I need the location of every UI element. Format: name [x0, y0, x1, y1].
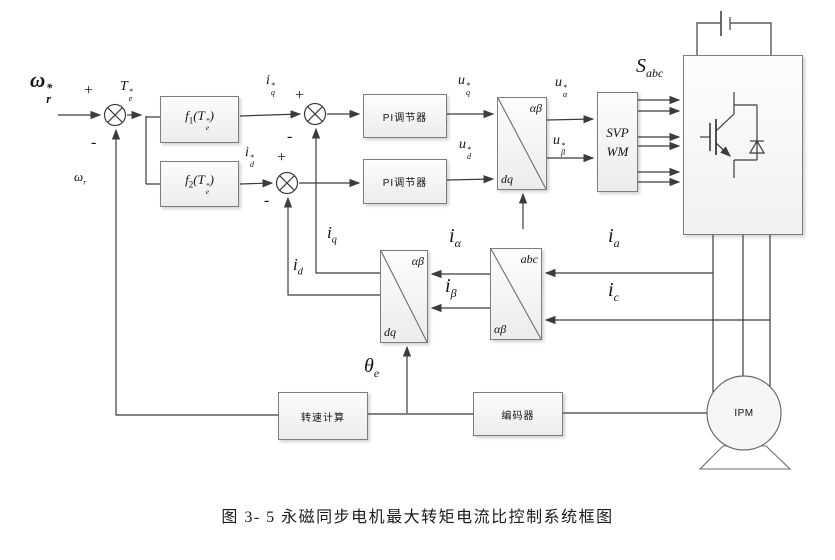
label-iq-ref: i*q	[266, 73, 275, 97]
wire-te-branch	[145, 116, 160, 185]
wire-ualpha	[546, 115, 595, 124]
svpwm-label-line2: WM	[606, 143, 629, 159]
svpwm-label-line1: SVP	[606, 124, 629, 140]
ct-dq-label: dq	[384, 325, 396, 339]
block-f1: f1(T*e)	[160, 96, 239, 143]
sum-junction-id	[275, 171, 299, 195]
label-theta-e: θe	[364, 355, 380, 380]
block-f2: f2(T*e)	[160, 161, 239, 207]
label-sabc: Sabc	[636, 55, 664, 80]
label-ic: ic	[608, 279, 619, 304]
block-dq-to-alphabeta-voltage: αβ dq	[497, 97, 547, 190]
label-omega-ref: ω*r	[30, 68, 53, 106]
block-pi-regulator-d: PI调节器	[363, 159, 447, 204]
sum-junction-speed	[103, 103, 127, 127]
sign-plus-speed: +	[84, 82, 94, 99]
pi-d-label: PI调节器	[382, 178, 428, 189]
sign-minus-iq: -	[287, 128, 293, 145]
encoder-label: 编码器	[501, 410, 535, 422]
sign-minus-speed: -	[91, 134, 97, 151]
block-abc-to-alphabeta: abc αβ	[490, 248, 542, 340]
abc-label: abc	[520, 252, 538, 266]
block-inverter	[683, 55, 803, 235]
label-te-ref: T*e	[120, 79, 133, 103]
label-id-feedback: id	[293, 255, 303, 278]
wire-ud	[446, 175, 495, 184]
sign-plus-id: +	[277, 149, 287, 166]
vt-dq-label: dq	[501, 172, 513, 186]
block-pi-regulator-q: PI调节器	[363, 94, 447, 138]
sign-minus-id: -	[264, 192, 270, 209]
label-ialpha: iα	[449, 225, 461, 250]
abc-alphabeta-label: αβ	[494, 322, 507, 336]
block-encoder: 编码器	[473, 392, 563, 436]
label-ubeta-ref: u*β	[553, 133, 566, 157]
label-ibeta: iβ	[445, 275, 457, 300]
motor-label: IPM	[734, 407, 754, 419]
block-speed-calc: 转速计算	[278, 392, 368, 440]
figure-caption: 图 3- 5 永磁同步电机最大转矩电流比控制系统框图	[221, 509, 614, 526]
wire-id-feedback	[283, 196, 380, 296]
sum-junction-iq	[303, 102, 327, 126]
sign-plus-iq: +	[295, 87, 305, 104]
block-alphabeta-to-dq-current: αβ dq	[380, 250, 428, 343]
block-svpwm: SVP WM	[597, 92, 638, 192]
speed-calc-label: 转速计算	[301, 412, 345, 424]
label-omega-feedback: ωr	[74, 169, 87, 187]
battery-icon	[696, 11, 772, 55]
label-uq-ref: u*q	[458, 73, 471, 97]
label-ud-ref: u*d	[459, 137, 472, 161]
ct-alphabeta-label: αβ	[411, 254, 424, 268]
block-f2-label: f2(T*e)	[185, 172, 214, 197]
pi-q-label: PI调节器	[382, 112, 428, 124]
label-ia: ia	[608, 225, 620, 250]
wire-iq-ref	[239, 110, 302, 119]
label-id-ref: i*d	[245, 145, 254, 169]
vt-alphabeta-label: αβ	[529, 101, 542, 115]
wire-id-ref	[239, 179, 274, 188]
label-iq-feedback: iq	[327, 223, 337, 246]
label-ualpha-ref: u*α	[555, 75, 568, 99]
block-f1-label: f1(T*e)	[185, 107, 214, 132]
